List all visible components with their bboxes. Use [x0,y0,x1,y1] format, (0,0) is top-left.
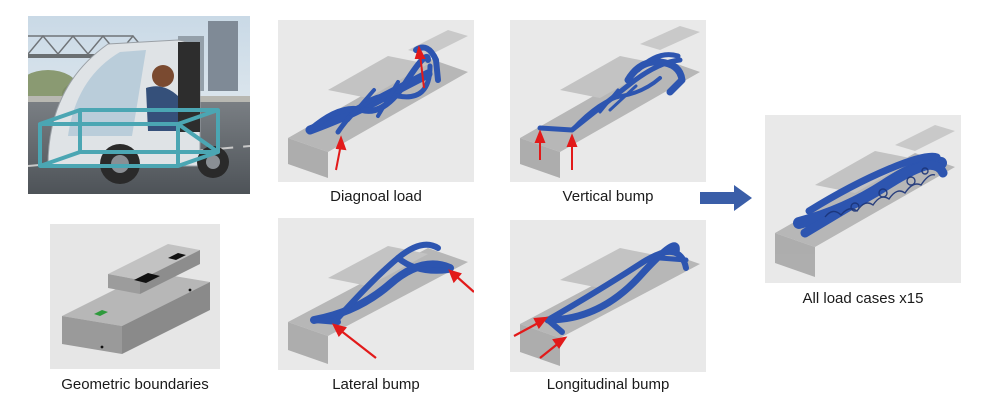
arrow-icon [513,316,568,359]
optimized-structure [305,44,441,135]
vehicle-photo [28,16,250,194]
arrow-icon [331,269,474,359]
load-point-marker [94,310,108,316]
fixed-boundary-marker [134,273,160,283]
lateral-bump-panel [278,218,474,370]
caption-lateral: Lateral bump [332,376,420,393]
caption-vertical: Vertical bump [562,188,654,205]
vertical-bump-panel [510,20,706,182]
optimized-structure [310,241,454,325]
frame-overlay [38,108,220,168]
optimized-structure [544,242,689,335]
optimized-structure [537,52,686,133]
caption-longitudinal: Longitudinal bump [546,376,670,393]
longitudinal-bump-panel [510,220,706,372]
all-load-cases-panel [765,115,961,283]
fixed-boundary-marker [168,253,186,260]
geometry-panel [50,224,220,369]
optimized-structure [793,152,948,238]
diagonal-load-panel [278,20,474,182]
caption-diagonal: Diagnoal load [330,188,422,205]
arrow-icon [335,45,426,171]
arrow-icon [534,129,578,170]
arrow-right-icon [700,185,752,211]
caption-geometry: Geometric boundaries [61,376,209,393]
caption-all: All load cases x15 [802,290,924,307]
